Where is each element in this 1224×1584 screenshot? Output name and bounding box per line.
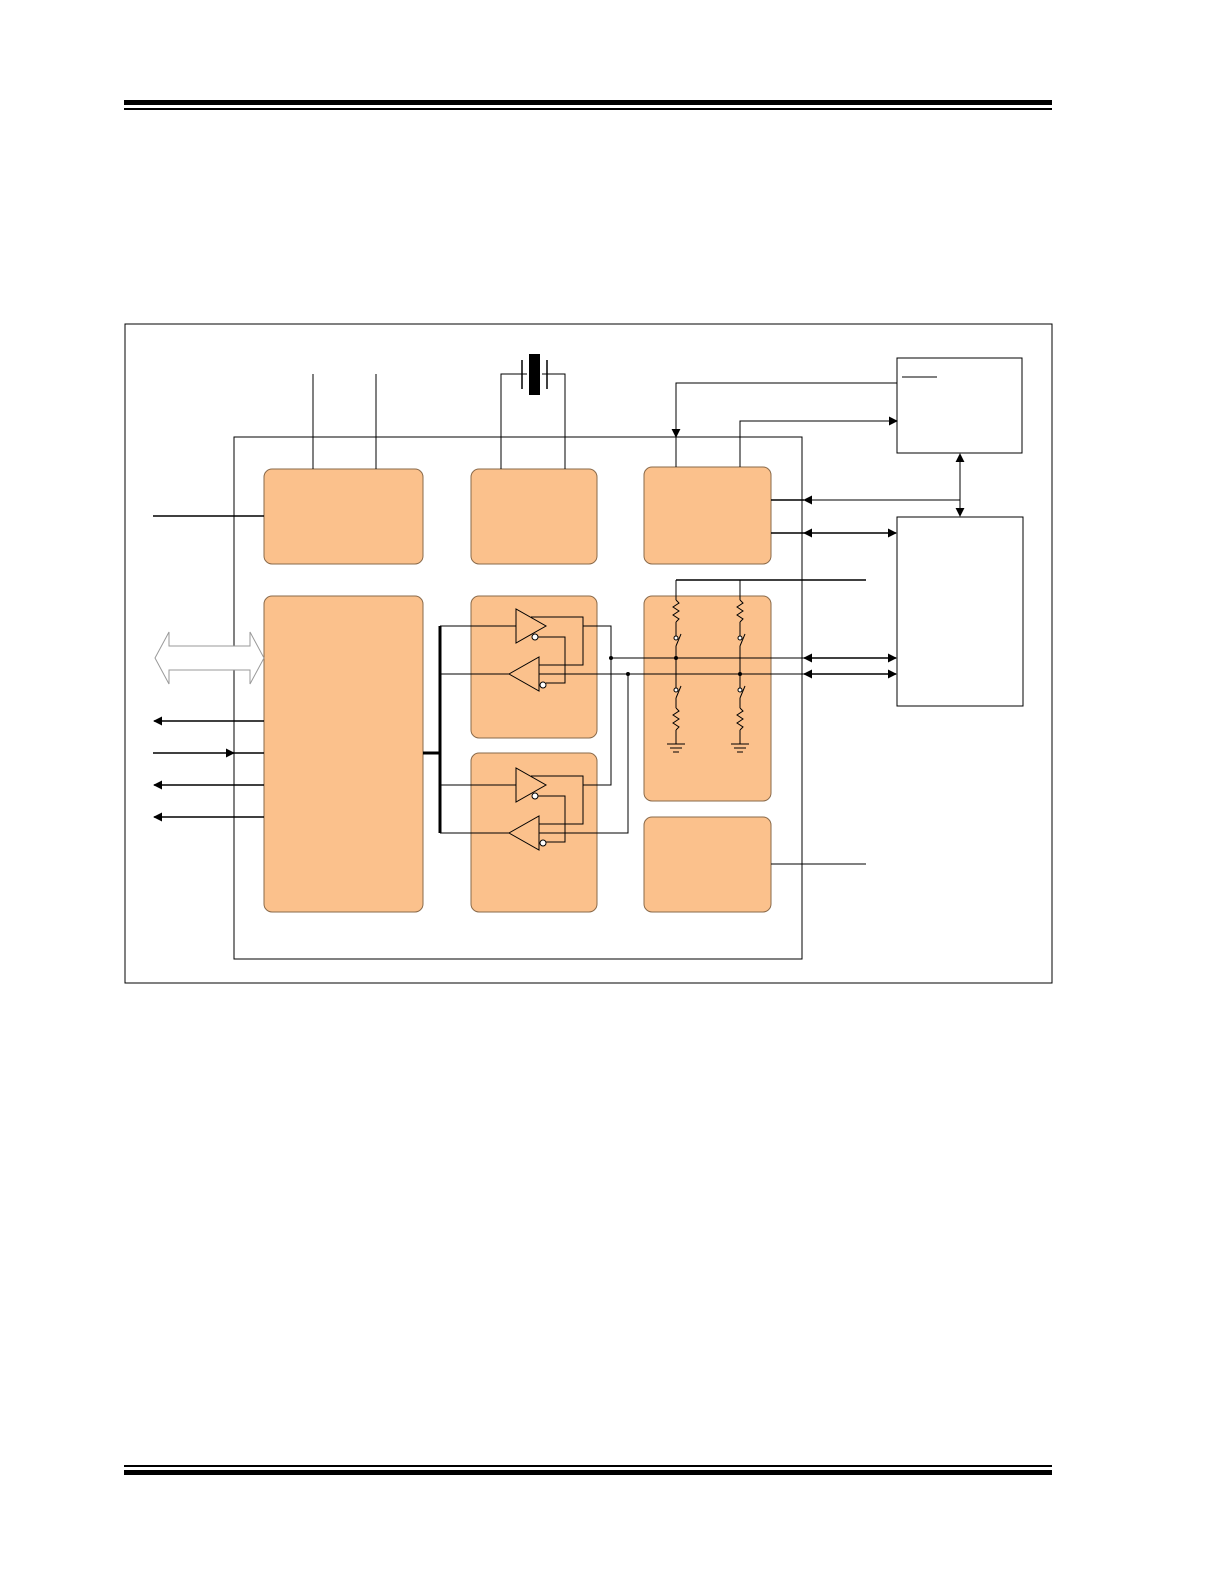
inverter-bubble-icon (539, 839, 547, 847)
block-top-center (470, 468, 598, 565)
switch-icon (675, 685, 682, 699)
crystal-icon (529, 354, 540, 395)
inverter-bubble-icon (531, 792, 539, 800)
header-rule-thin (124, 108, 1052, 110)
switch-icon (675, 633, 682, 647)
device-boundary (233, 436, 803, 960)
switch-contact (673, 687, 679, 693)
wire (538, 636, 566, 684)
block-top-right (643, 466, 772, 565)
inverter-bubble-icon (539, 681, 547, 689)
switch-contact (673, 635, 679, 641)
link-box-to-block (671, 382, 897, 438)
transceiver-lower-circuit (507, 767, 548, 851)
switch-contact (737, 635, 743, 641)
crystal-lead-right (542, 373, 566, 469)
switch-icon (739, 633, 746, 647)
header-rule-thick (124, 100, 1052, 105)
block-bottom-right (643, 816, 772, 913)
wire (539, 674, 629, 834)
block-top-left (263, 468, 424, 565)
switch-contact (737, 687, 743, 693)
resistor-icon (672, 599, 680, 623)
switch-icon (739, 685, 746, 699)
footer-rule-thin (124, 1465, 1052, 1467)
junction-dot (626, 672, 630, 676)
crystal-lead-left (500, 373, 527, 469)
functional-blocks (263, 466, 772, 913)
transceiver-upper-circuit (507, 608, 548, 692)
wire (538, 795, 566, 843)
wire (539, 776, 584, 825)
block-controller (263, 595, 424, 913)
resistor-icon (736, 599, 744, 623)
external-box-lower (896, 516, 1024, 707)
block-termination (643, 595, 772, 802)
resistor-icon (672, 707, 680, 731)
bus-bidirectional-arrow-icon (154, 631, 265, 685)
figure-frame (124, 323, 1053, 984)
resistor-icon (736, 707, 744, 731)
inverter-bubble-icon (531, 633, 539, 641)
junction-dot (609, 656, 613, 660)
external-box-upper (896, 357, 1023, 454)
wire (539, 617, 584, 666)
link-block-to-box (739, 416, 898, 467)
footer-rule-thick (124, 1470, 1052, 1475)
